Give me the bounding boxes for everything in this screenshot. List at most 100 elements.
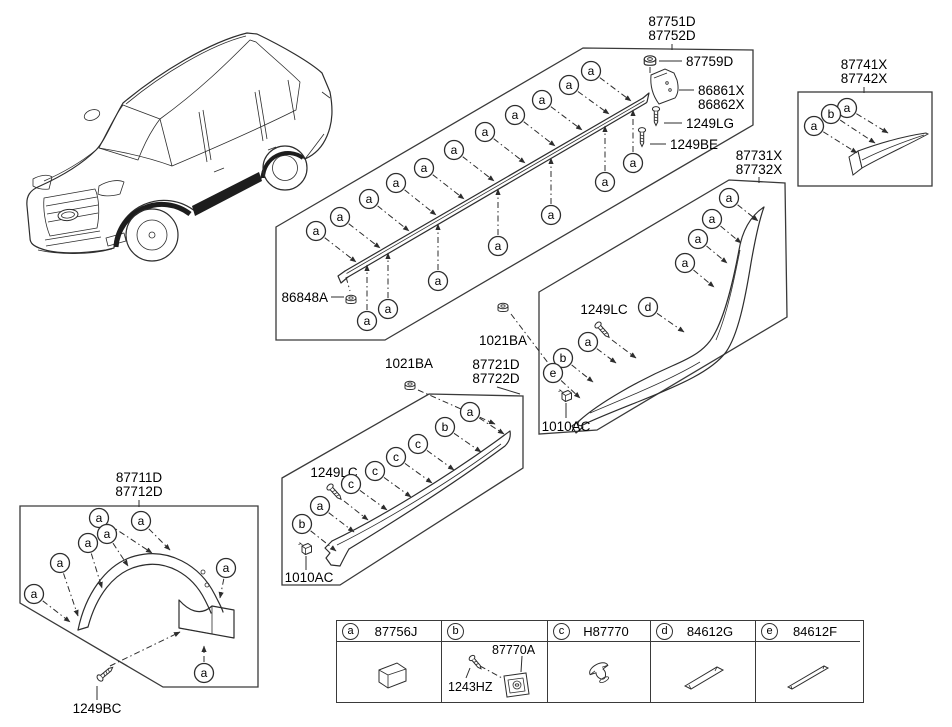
legend-part-number: 1243HZ (448, 680, 493, 694)
callout-leader-line (571, 364, 594, 383)
callout-leader-line (426, 449, 455, 471)
callout-circle-a (23, 583, 45, 605)
callout-leader-line (310, 530, 337, 552)
callout-letter: a (602, 175, 609, 189)
callout-letter: a (695, 232, 702, 246)
callout-letter: b (299, 517, 306, 531)
callout-circle-a (718, 187, 740, 209)
screw-1249BE-icon (637, 127, 647, 147)
callout-circle-a (377, 298, 399, 320)
callout-circle-a (701, 208, 723, 230)
callout-circle-a (622, 152, 644, 174)
callout-letter: a (588, 64, 595, 78)
clip-1010AC-icon (558, 389, 572, 402)
part-label: 1010AC (285, 570, 334, 585)
callout-circle-a (96, 523, 118, 545)
section-door-moulding-rear: 87731X 87732X 1021BA 1249LC 1010AC aaaad… (479, 148, 788, 435)
callout-key-c: c (553, 622, 570, 640)
callout-letter: a (682, 256, 689, 270)
callout-circle-c (340, 473, 362, 495)
callout-leader-line (218, 578, 225, 599)
part-label: 86848A (281, 290, 328, 305)
clip-1010AC-icon (298, 542, 312, 555)
callout-circle-a (356, 310, 378, 332)
callout-circle-a (443, 139, 465, 161)
callout-circle-a (487, 235, 509, 257)
callout-circle-a (504, 104, 526, 126)
callout-letter: a (366, 192, 373, 206)
callout-letter: a (512, 108, 519, 122)
callout-letter: a (85, 536, 92, 550)
part-label: 87721D (472, 357, 520, 372)
legend-cell-d: d 84612G (650, 621, 755, 702)
callout-letter: a (566, 78, 573, 92)
part-label: 1249LC (580, 302, 628, 317)
callout-circle-a (413, 157, 435, 179)
callout-letter: a (726, 191, 733, 205)
nut-1021BA-icon (497, 302, 509, 312)
callout-leader-line (328, 512, 355, 533)
part-label: 87731X (736, 148, 783, 163)
legend-part-number: 87770A (492, 643, 536, 657)
legend-cell-e: e 84612F (755, 621, 860, 702)
part-label: 87712D (115, 484, 163, 499)
callout-circle-b (820, 103, 842, 125)
clip-H87770-icon (589, 662, 610, 684)
callout-leader-line (720, 225, 742, 244)
grommet-86848A-icon (345, 294, 357, 304)
callout-letter: a (467, 405, 474, 419)
clip-87759D-icon (643, 55, 657, 66)
callout-circle-a (474, 121, 496, 143)
screw-1249LG-icon (651, 106, 661, 126)
callout-leader-line (737, 204, 759, 222)
legend-part-number: 87756J (374, 623, 418, 639)
callout-letter: c (393, 450, 399, 464)
callout-leader-line (42, 600, 71, 623)
callout-letter: a (709, 212, 716, 226)
callout-circle-a (577, 331, 599, 353)
callout-leader-line (856, 113, 889, 134)
clip-87770A-icon (465, 654, 530, 698)
legend-cell-a: a 87756J (337, 621, 441, 702)
callout-leader-line (478, 417, 505, 435)
legend-header-a: a 87756J (337, 621, 441, 642)
callout-letter: a (313, 224, 320, 238)
callout-leader-line (148, 528, 171, 551)
callout-letter: c (415, 437, 421, 451)
callout-letter: a (451, 143, 458, 157)
callout-letter: b (442, 420, 449, 434)
callout-letter: b (828, 107, 835, 121)
callout-leader-line (706, 245, 728, 264)
callout-leader-line (596, 348, 617, 364)
legend-body-a (337, 642, 441, 702)
callout-letter: a (223, 561, 230, 575)
legend-header-d: d 84612G (651, 621, 755, 642)
callout-circle-a (674, 252, 696, 274)
fender-rear-callouts: aba (803, 97, 889, 154)
callout-letter: d (645, 300, 652, 314)
callout-letter: a (393, 176, 400, 190)
callout-circle-c (385, 446, 407, 468)
part-label: 1010AC (542, 419, 591, 434)
callout-circle-a (309, 495, 331, 517)
guard-86861X-icon (650, 68, 679, 105)
callout-circle-a (687, 228, 709, 250)
callout-letter: c (372, 464, 378, 478)
callout-letter: a (337, 210, 344, 224)
callout-letter: a (138, 514, 145, 528)
callout-letter: a (364, 314, 371, 328)
callout-letter: a (31, 587, 38, 601)
callout-circle-e (542, 362, 564, 384)
callout-key-e: e (761, 622, 778, 640)
callout-letter: a (585, 335, 592, 349)
part-label: 86862X (698, 97, 745, 112)
callout-circle-d (637, 296, 659, 318)
callout-leader-line (383, 476, 412, 498)
door-moulding-front-part (324, 430, 511, 567)
callout-letter: a (844, 101, 851, 115)
legend-cell-c: c H87770 (547, 621, 650, 702)
callout-letter: a (495, 239, 502, 253)
strip-84612G-icon (683, 666, 725, 690)
